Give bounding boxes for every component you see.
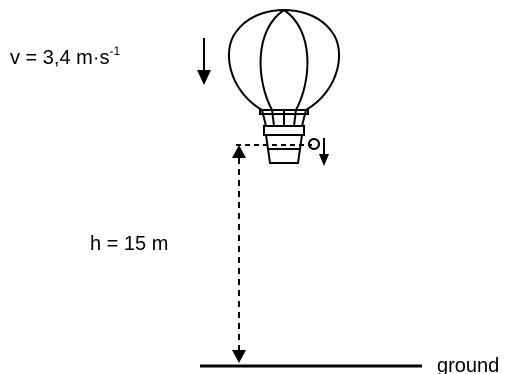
balloon-basket: [263, 125, 305, 164]
velocity-label: v = 3,4 m·s-1: [10, 44, 120, 69]
velocity-arrow: [197, 38, 211, 85]
object-fall-arrow: [319, 138, 329, 166]
height-label: h = 15 m: [90, 233, 168, 255]
velocity-label-exponent: -1: [109, 44, 120, 58]
height-arrow: [232, 145, 246, 363]
ground-label: ground: [437, 355, 499, 374]
burner-band: [259, 109, 309, 115]
velocity-label-main: v = 3,4 m·s: [10, 47, 109, 69]
balloon-ropes: [261, 109, 307, 127]
balloon-envelope: [228, 8, 340, 111]
